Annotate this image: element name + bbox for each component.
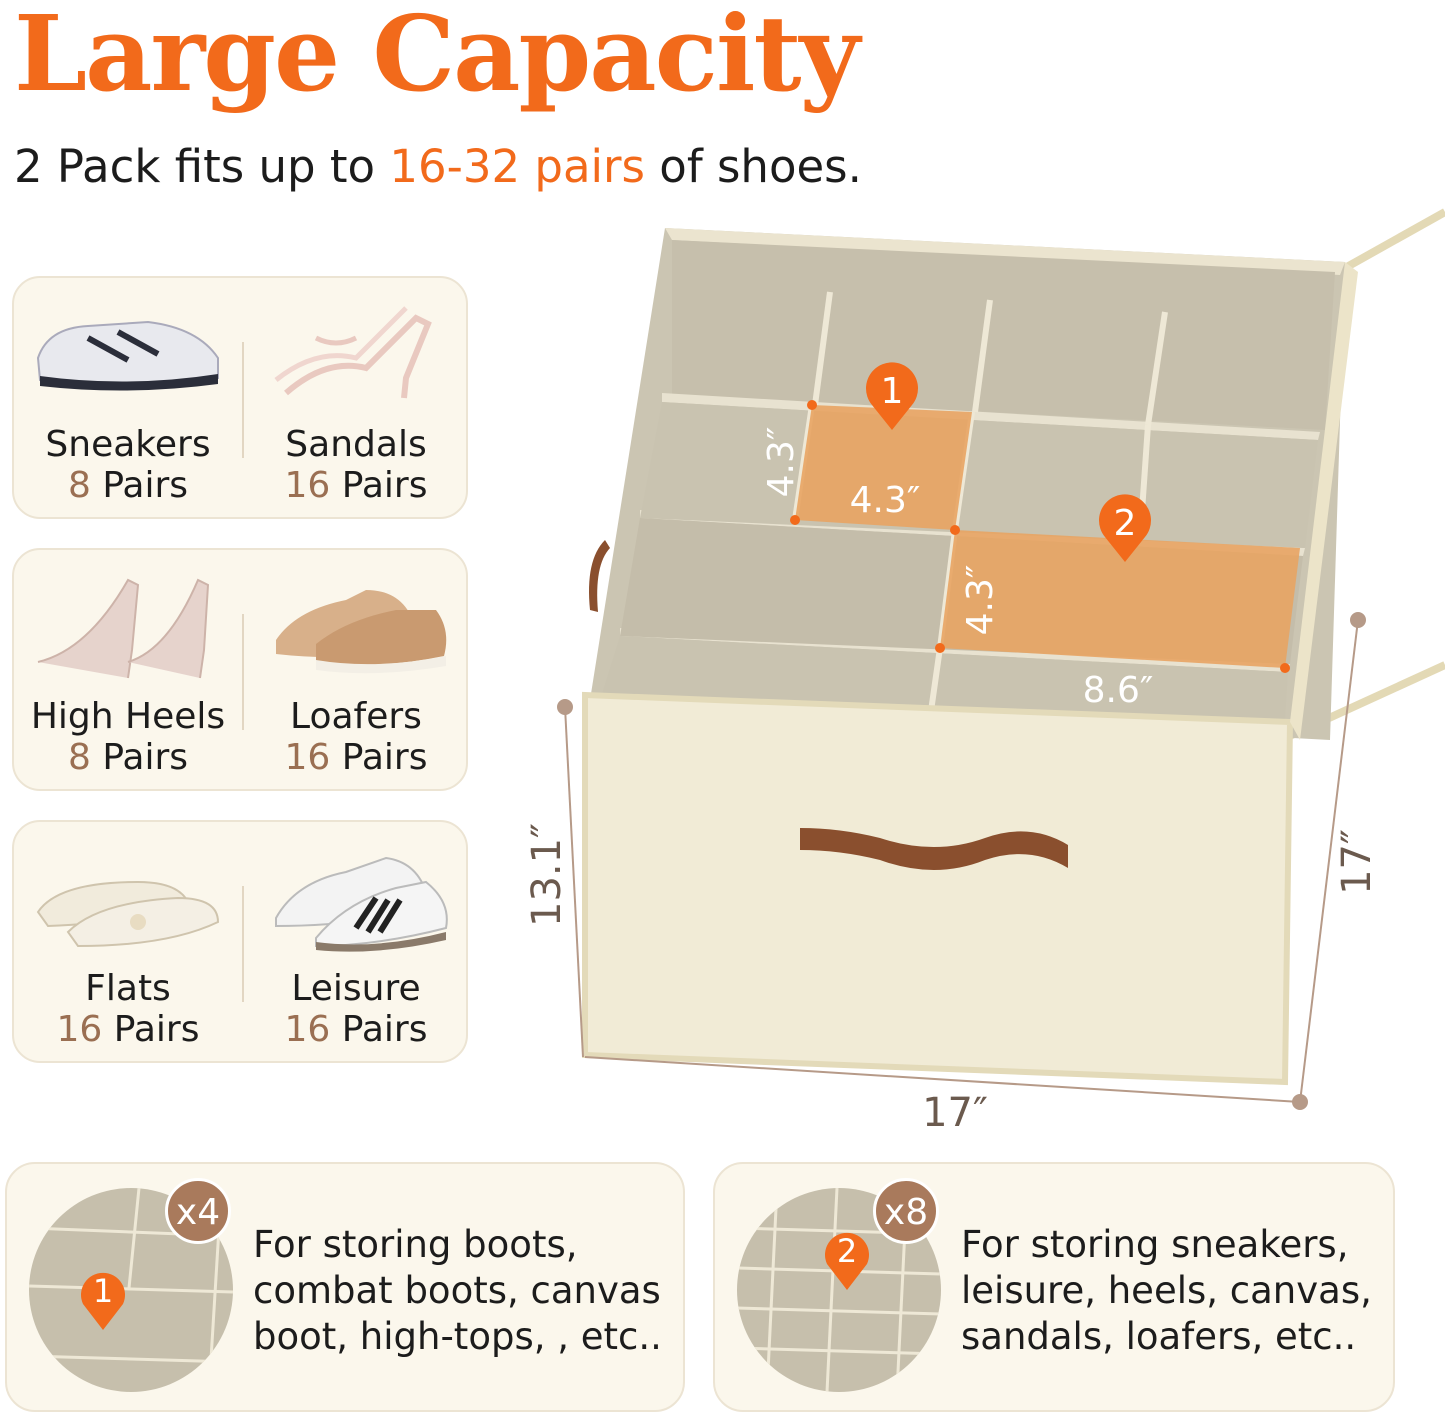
multiplier-badge: x4 [165, 1178, 231, 1244]
high-heel-icon [37, 578, 210, 679]
compartment-2-highlight [940, 530, 1300, 668]
shoe-unit: Pairs [341, 1009, 428, 1050]
shoe-count: 8 [67, 737, 91, 778]
shoe-count: 16 [284, 465, 331, 506]
divider [242, 886, 244, 1002]
dimension-cell2-height: 4.3″ [960, 565, 1001, 636]
storage-box-illustration: 1 2 4.3″ 4.3″ 4.3″ 8.6″ 13.1″ 17″ 17″ [524, 208, 1445, 1136]
shoe-unit: Pairs [102, 737, 189, 778]
multiplier-badge: x8 [873, 1178, 939, 1244]
subtitle-text: 2 Pack fits up to [14, 140, 390, 193]
page-title: Large Capacity [14, 0, 860, 115]
marker-label: 2 [837, 1232, 857, 1270]
shoe-count: 16 [284, 1009, 331, 1050]
side-handle-icon [589, 540, 610, 612]
handle-icon [800, 828, 1068, 870]
shoe-unit: Pairs [341, 737, 428, 778]
box-side [1290, 262, 1358, 740]
subtitle-text-end: of shoes. [645, 140, 862, 193]
shoe-name: High Heels [30, 696, 226, 737]
shoe-unit: Pairs [341, 465, 428, 506]
marker-1-icon: 1 [866, 362, 919, 430]
shoe-name: Leisure [291, 968, 421, 1009]
dimension-cell1-height: 4.3″ [761, 427, 802, 498]
divider [242, 342, 244, 458]
loafer-icon [276, 590, 447, 674]
shoe-count: 8 [67, 465, 91, 506]
divider [242, 614, 244, 730]
shoe-count: 16 [284, 737, 331, 778]
zipper-strap [1343, 208, 1445, 272]
compartment-1-highlight [795, 405, 972, 530]
shoe-name: Sandals [285, 424, 427, 465]
compartment-description: For storing sneakers, leisure, heels, ca… [961, 1223, 1372, 1358]
shoe-name: Loafers [290, 696, 422, 737]
leisure-shoe-icon [275, 856, 448, 952]
shoe-unit: Pairs [113, 1009, 200, 1050]
sneaker-icon [36, 320, 219, 391]
dimension-cell1-width: 4.3″ [850, 480, 921, 521]
shoe-name: Flats [85, 968, 171, 1009]
subtitle: 2 Pack fits up to 16-32 pairs of shoes. [14, 140, 862, 193]
dimension-lines [557, 612, 1366, 1110]
marker-label: 1 [93, 1272, 113, 1310]
subtitle-highlight: 16-32 pairs [389, 140, 645, 193]
compartment-card-2: 2 x8 For storing sneakers, leisure, heel… [713, 1162, 1395, 1412]
sandal-icon [274, 306, 432, 399]
flat-shoe-icon [36, 880, 220, 948]
box-front [582, 691, 1294, 1086]
shoe-unit: Pairs [102, 465, 189, 506]
dimension-box-depth: 17″ [1334, 829, 1380, 895]
compartment-card-1: 1 x4 For storing boots, combat boots, ca… [5, 1162, 685, 1412]
compartment-description: For storing boots, combat boots, canvas … [253, 1223, 662, 1358]
dimension-cell2-width: 8.6″ [1083, 670, 1154, 711]
dimension-box-height: 13.1″ [524, 823, 570, 927]
divider-row [662, 393, 1320, 440]
marker-2-icon: 2 [1099, 494, 1151, 562]
marker-1-label: 1 [881, 371, 904, 412]
dimension-box-width: 17″ [922, 1090, 988, 1136]
marker-2-label: 2 [1114, 503, 1137, 544]
shoe-name: Sneakers [45, 424, 211, 465]
shoe-count: 16 [56, 1009, 103, 1050]
